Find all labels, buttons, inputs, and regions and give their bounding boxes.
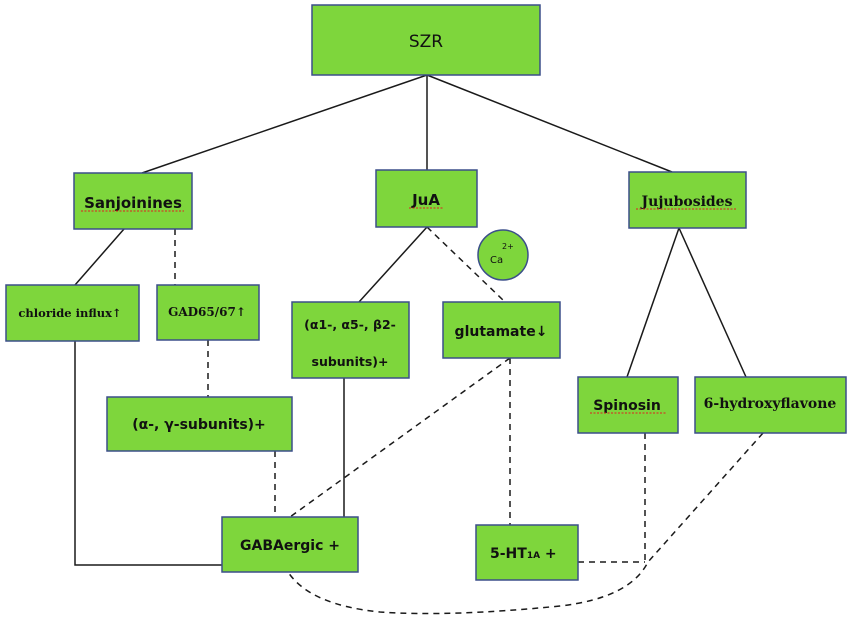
connectors xyxy=(74,74,764,615)
node-alpha1-alpha5-beta2-subunits: (α1-, α5-, β2- subunits)+ xyxy=(291,301,410,379)
jua-to-glutamate-line xyxy=(426,226,505,302)
label-prefix: 5-HT xyxy=(490,546,527,562)
sanjoinines-to-chloride-line xyxy=(74,228,125,286)
node-gad65-67: GAD65/67↑ xyxy=(156,284,260,341)
node-alpha-gamma-subunits: (α-, γ-subunits)+ xyxy=(106,396,293,452)
node-5ht1a: 5-HT1A + xyxy=(475,524,579,581)
node-spinosin: Spinosin xyxy=(577,376,679,434)
node-label: 6-hydroxyflavone xyxy=(704,396,837,412)
node-label: glutamate↓ xyxy=(455,324,548,340)
node-szr: SZR xyxy=(311,4,541,76)
node-glutamate: glutamate↓ xyxy=(442,301,561,359)
jua-to-alpha1-line xyxy=(358,226,428,303)
node-chloride-influx: chloride influx↑ xyxy=(5,284,140,342)
node-label: GAD65/67↑ xyxy=(168,305,246,319)
node-jua: JuA xyxy=(375,169,478,228)
jujubosides-to-spinosin-line xyxy=(626,227,680,378)
node-label: (α-, γ-subunits)+ xyxy=(132,417,266,433)
node-label-line2: subunits)+ xyxy=(312,354,389,369)
calcium-charge: 2+ xyxy=(502,242,514,251)
node-label: 5-HT1A + xyxy=(490,546,557,562)
chloride-to-gabaergic-line xyxy=(74,341,222,566)
hydroxyflavone-to-gabaergic-curve xyxy=(287,432,764,615)
jujubosides-to-hydroxyflavone-line xyxy=(678,227,747,378)
node-label: JuA xyxy=(411,191,440,209)
node-label: SZR xyxy=(409,32,443,52)
szr-to-sanjoinines-line xyxy=(141,74,428,174)
label-subscript: 1A xyxy=(527,551,540,561)
node-label: chloride influx↑ xyxy=(18,306,121,320)
glutamate-to-gabaergic-line xyxy=(289,357,511,518)
node-calcium-ion: Ca 2+ xyxy=(477,229,529,281)
node-jujubosides: Jujubosides xyxy=(628,171,747,229)
calcium-label: Ca xyxy=(490,255,503,266)
node-label: Jujubosides xyxy=(640,194,733,210)
node-label-line1: (α1-, α5-, β2- xyxy=(304,317,396,332)
label-suffix: + xyxy=(540,546,557,562)
node-label: Spinosin xyxy=(593,398,661,414)
node-6-hydroxyflavone: 6-hydroxyflavone xyxy=(694,376,847,434)
szr-to-jujubosides-line xyxy=(426,74,673,173)
node-sanjoinines: Sanjoinines xyxy=(73,172,193,230)
node-label: Sanjoinines xyxy=(84,194,182,212)
node-label: GABAergic + xyxy=(240,538,340,554)
node-gabaergic: GABAergic + xyxy=(221,516,359,573)
